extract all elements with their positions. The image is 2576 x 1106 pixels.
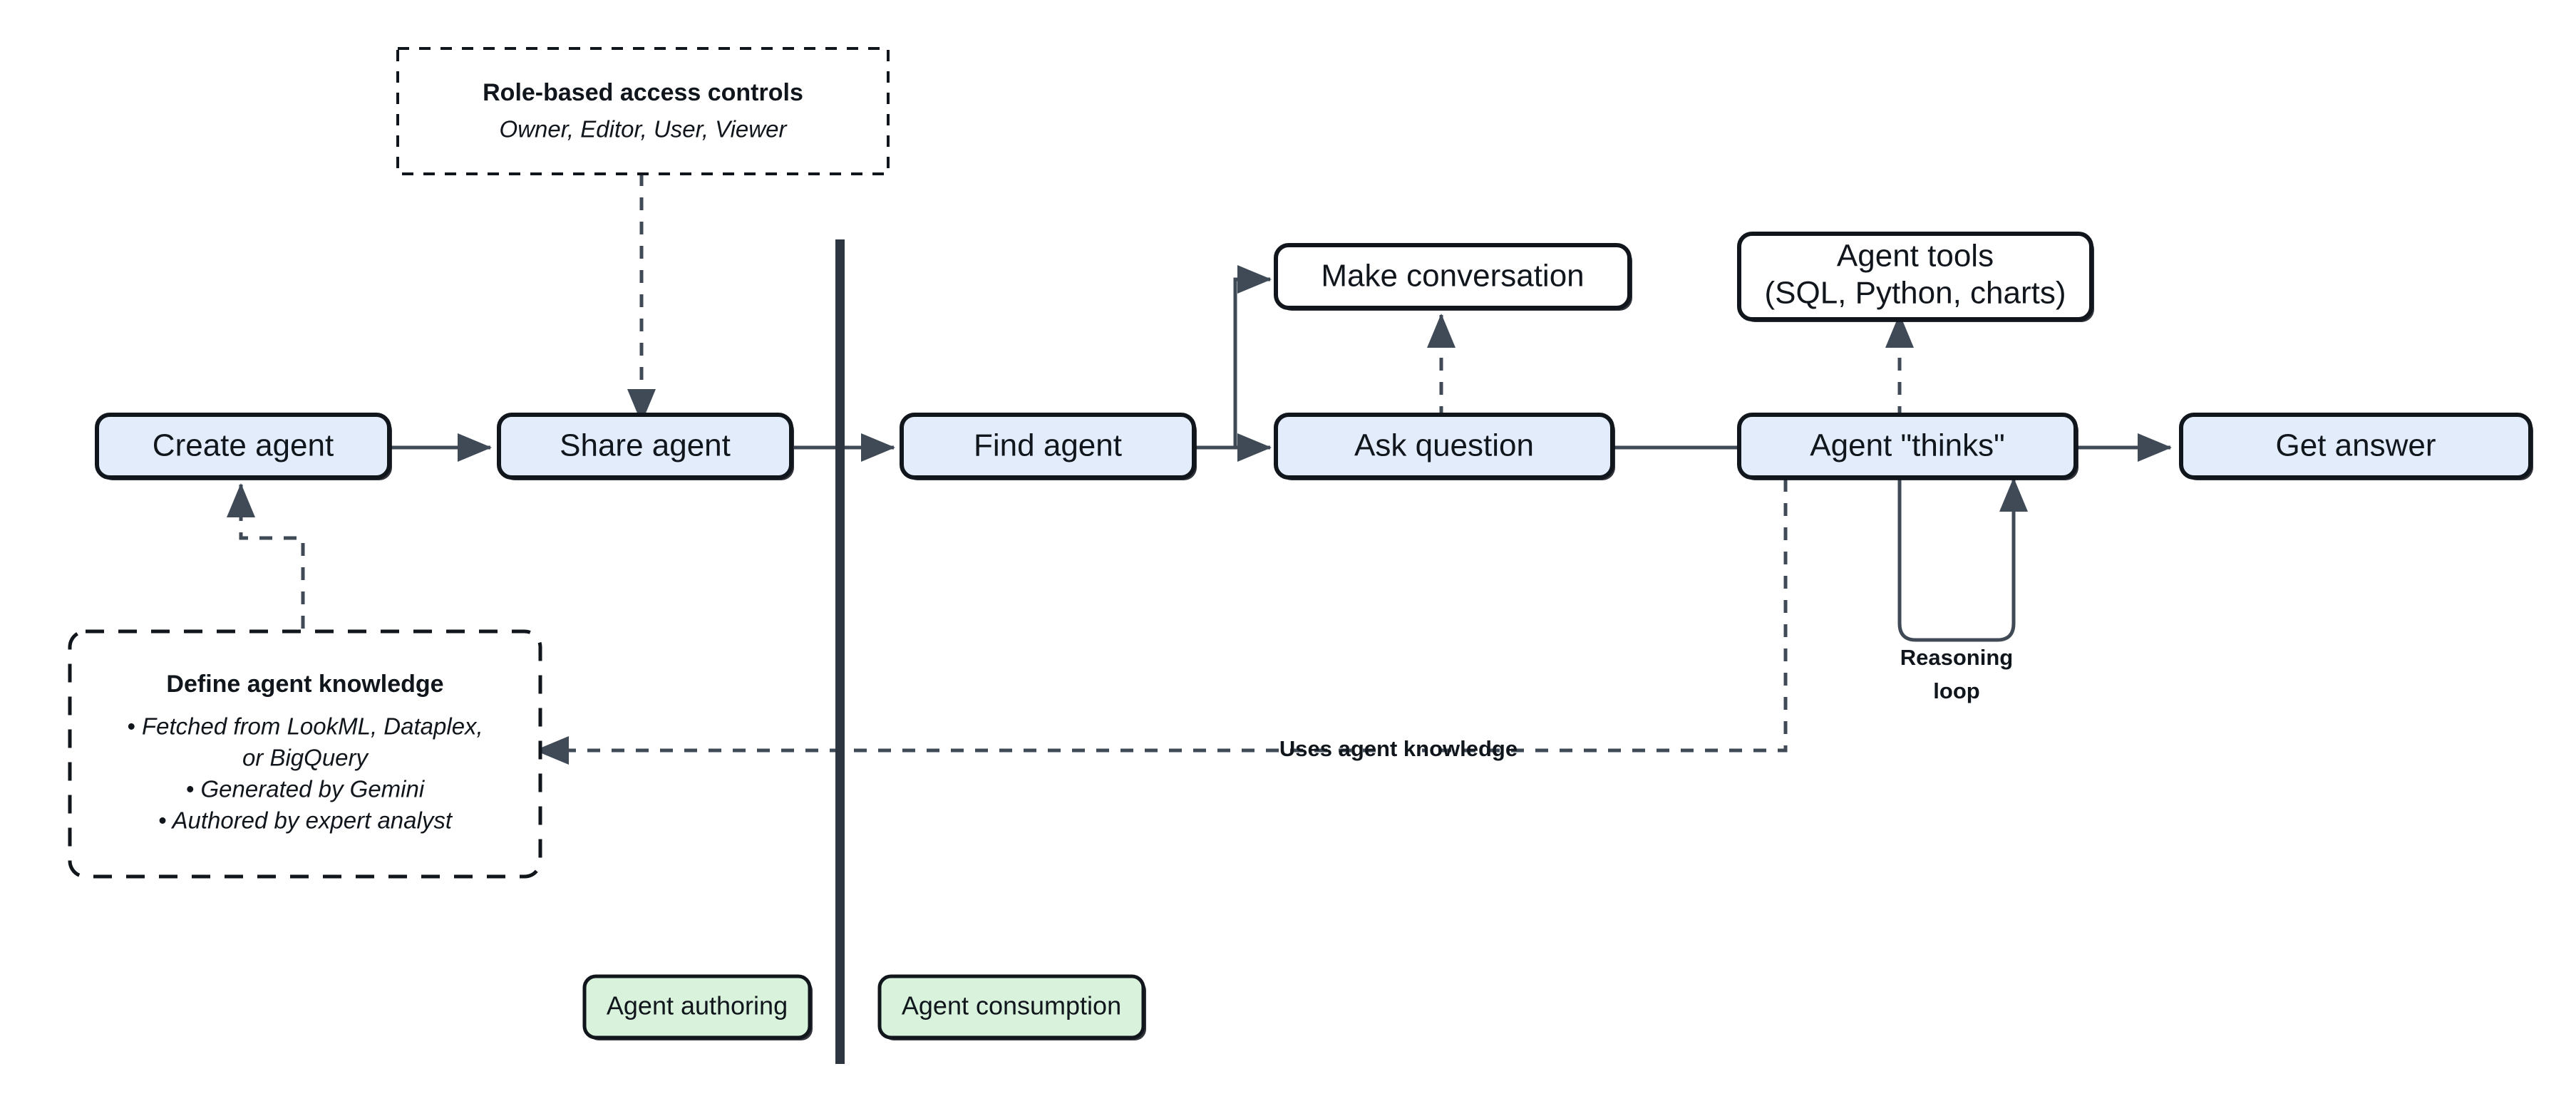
node-get-answer-label: Get answer <box>2276 428 2436 463</box>
annotation-knowledge-bullet-3: • Authored by expert analyst <box>158 807 453 834</box>
edge-uses-agent-knowledge-right <box>1422 446 1800 753</box>
node-agent-tools-label-line1: Agent tools <box>1837 239 1994 274</box>
node-find-agent-label: Find agent <box>974 428 1122 463</box>
edge-find-to-make-conversation <box>1212 265 1272 450</box>
annotation-knowledge-title: Define agent knowledge <box>166 671 443 698</box>
edge-reasoning-loop <box>1897 477 2028 642</box>
node-make-conversation[interactable]: Make conversation <box>1274 243 1632 311</box>
annotation-knowledge-bullet-0: • Fetched from LookML, Dataplex, <box>127 713 483 740</box>
annotation-knowledge-bullet-1: or BigQuery <box>242 745 370 771</box>
legend-agent-authoring-label: Agent authoring <box>607 991 788 1020</box>
annotation-rbac: Role-based access controls Owner, Editor… <box>396 47 890 175</box>
node-create-agent-label: Create agent <box>153 428 334 463</box>
edge-label-reasoning-loop-line1: Reasoning <box>1900 645 2013 670</box>
annotation-knowledge-bullet-2: • Generated by Gemini <box>186 776 426 802</box>
node-ask-question[interactable]: Ask question <box>1274 413 1615 480</box>
node-agent-tools[interactable]: Agent tools (SQL, Python, charts) <box>1737 232 2094 322</box>
legend-agent-consumption[interactable]: Agent consumption <box>877 974 1146 1040</box>
node-agent-thinks[interactable]: Agent "thinks" <box>1737 413 2078 480</box>
annotation-knowledge: Define agent knowledge • Fetched from Lo… <box>68 629 542 879</box>
annotation-rbac-subtitle: Owner, Editor, User, Viewer <box>500 116 788 143</box>
annotation-rbac-title: Role-based access controls <box>483 79 803 106</box>
node-ask-question-label: Ask question <box>1354 428 1534 463</box>
node-share-agent[interactable]: Share agent <box>497 413 794 480</box>
node-agent-thinks-label: Agent "thinks" <box>1810 428 2004 463</box>
node-make-conversation-label: Make conversation <box>1321 259 1584 294</box>
edge-label-reasoning-loop-line2: loop <box>1933 678 1979 703</box>
node-get-answer[interactable]: Get answer <box>2179 413 2533 480</box>
legend-agent-authoring[interactable]: Agent authoring <box>582 974 813 1040</box>
legend-agent-consumption-label: Agent consumption <box>902 991 1121 1020</box>
edge-knowledge-to-create <box>227 482 305 629</box>
phase-divider <box>835 239 845 1064</box>
edge-label-uses-agent-knowledge: Uses agent knowledge <box>1279 736 1518 761</box>
node-create-agent[interactable]: Create agent <box>95 413 392 480</box>
node-share-agent-label: Share agent <box>560 428 731 463</box>
node-agent-tools-label-line2: (SQL, Python, charts) <box>1764 276 2066 311</box>
node-find-agent[interactable]: Find agent <box>900 413 1197 480</box>
